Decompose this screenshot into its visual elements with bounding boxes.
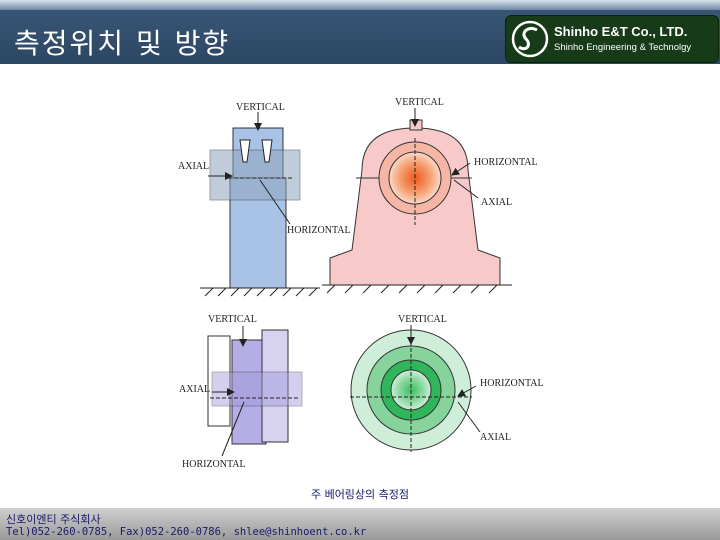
- page-title: 측정위치 및 방향: [14, 27, 231, 60]
- label-axial: AXIAL: [480, 432, 511, 443]
- top-left-diagram: VERTICAL AXIAL HORIZONTAL: [178, 102, 351, 297]
- shaft: [211, 371, 303, 407]
- label-horizontal: HORIZONTAL: [287, 225, 351, 236]
- flange-plate: [207, 335, 231, 427]
- label-horizontal: HORIZONTAL: [480, 378, 544, 389]
- horizontal-leader: [221, 401, 245, 457]
- footer-company: 신호이엔티 주식회사: [6, 513, 101, 526]
- axial-leader: [453, 179, 479, 199]
- axial-leader: [457, 401, 481, 433]
- label-vertical: VERTICAL: [236, 102, 285, 113]
- horizontal-arrow: [457, 385, 477, 397]
- diagram-caption: 주 베어링상의 측정점: [310, 488, 410, 501]
- logo-swoosh-icon: [511, 20, 549, 58]
- pedestal-cap: [409, 119, 423, 131]
- bottom-right-diagram: VERTICAL HORIZONTAL AXIAL: [350, 314, 544, 452]
- label-axial: AXIAL: [481, 197, 512, 208]
- label-axial: AXIAL: [179, 384, 210, 395]
- footer-contact: Tel)052-260-0785, Fax)052-260-0786, shle…: [6, 526, 367, 538]
- label-horizontal: HORIZONTAL: [182, 459, 246, 470]
- bolt-left: [239, 139, 251, 163]
- shaft: [209, 149, 301, 201]
- company-logo: Shinho E&T Co., LTD. Shinho Engineering …: [505, 15, 719, 63]
- flange-hub: [261, 329, 289, 443]
- logo-company-name: Shinho E&T Co., LTD.: [554, 24, 688, 39]
- horizontal-arrow: [451, 162, 471, 176]
- logo-tagline: Shinho Engineering & Technolgy: [554, 42, 692, 53]
- label-horizontal: HORIZONTAL: [474, 157, 538, 168]
- ground-hatch: [204, 287, 318, 297]
- label-vertical: VERTICAL: [398, 314, 447, 325]
- label-axial: AXIAL: [178, 161, 209, 172]
- header-bar: 측정위치 및 방향 Shinho E&T Co., LTD. Shinho En…: [0, 0, 720, 64]
- horizontal-leader: [259, 179, 291, 225]
- footer-bar: 신호이엔티 주식회사 Tel)052-260-0785, Fax)052-260…: [0, 508, 720, 540]
- flange-housing: [231, 339, 267, 445]
- label-vertical: VERTICAL: [395, 97, 444, 108]
- header-highlight: [0, 0, 720, 10]
- bolt-right: [261, 139, 273, 163]
- ground-hatch: [326, 284, 498, 294]
- bottom-left-diagram: VERTICAL AXIAL HORIZONTAL: [179, 314, 303, 470]
- top-right-diagram: VERTICAL HORIZONTAL AXIAL: [322, 97, 538, 294]
- label-vertical: VERTICAL: [208, 314, 257, 325]
